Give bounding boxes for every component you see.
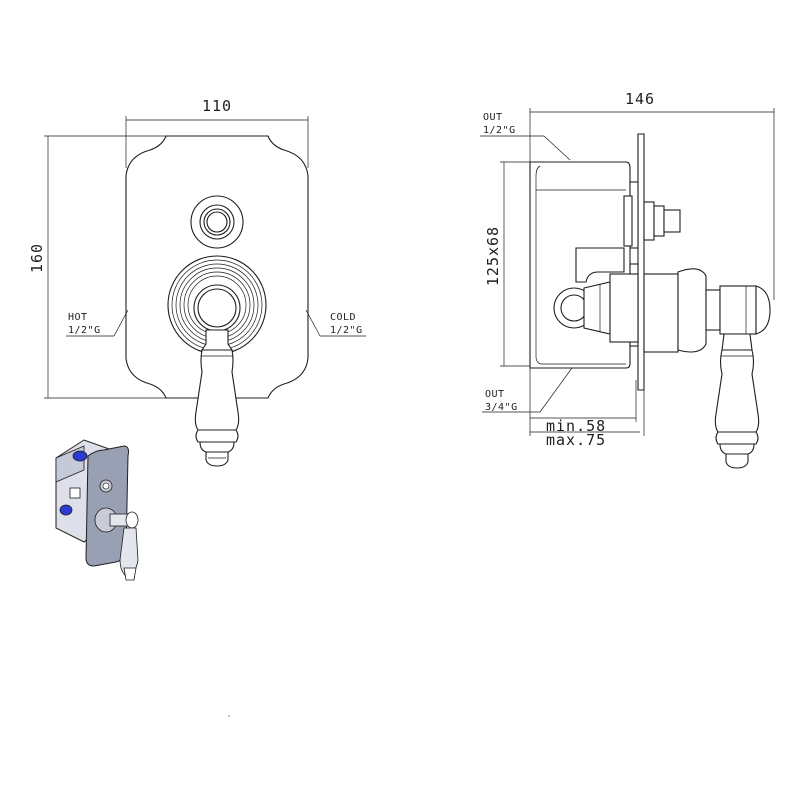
out-top-callout: OUT 1/2"G <box>480 112 571 161</box>
cover-plate <box>125 135 309 399</box>
depth-label: 146 <box>625 90 655 108</box>
height-label: 160 <box>28 243 46 273</box>
hot-label: HOT <box>68 312 88 323</box>
max-label: max.75 <box>546 431 606 449</box>
diverter-stem <box>623 195 681 247</box>
out-top-thread: 1/2"G <box>483 125 516 136</box>
hot-callout: HOT 1/2"G <box>66 309 129 337</box>
out-bottom-callout: OUT 3/4"G <box>482 367 573 413</box>
thumb-outlet-bottom-icon <box>59 504 73 516</box>
min-max-dimension: min.58 max.75 <box>530 380 645 449</box>
cold-thread: 1/2"G <box>330 325 363 336</box>
side-view: 146 OUT 1/2"G 125x68 OUT 3/4"G <box>480 90 775 469</box>
isometric-thumbnail <box>55 439 139 581</box>
out-bottom-thread: 3/4"G <box>485 402 518 413</box>
out-bottom-label: OUT <box>485 389 505 400</box>
outlet-fitting <box>553 247 625 335</box>
side-lever-handle <box>714 333 760 469</box>
mixer-cartridge <box>609 268 771 353</box>
lever-handle <box>194 329 240 467</box>
hot-thread: 1/2"G <box>68 325 101 336</box>
out-top-label: OUT <box>483 112 503 123</box>
width-dimension: 110 <box>125 97 309 168</box>
height-dimension: 160 <box>28 135 175 399</box>
front-view: 110 160 <box>28 97 366 467</box>
body-height-label: 125x68 <box>484 226 502 286</box>
thumb-outlet-top-icon <box>72 450 88 462</box>
cold-label: COLD <box>330 312 356 323</box>
stray-dot <box>228 715 230 717</box>
diverter-knob <box>190 195 244 249</box>
min-label: min.58 <box>546 417 606 435</box>
cold-callout: COLD 1/2"G <box>305 309 366 337</box>
width-label: 110 <box>202 97 232 115</box>
wall-plate <box>629 133 645 391</box>
